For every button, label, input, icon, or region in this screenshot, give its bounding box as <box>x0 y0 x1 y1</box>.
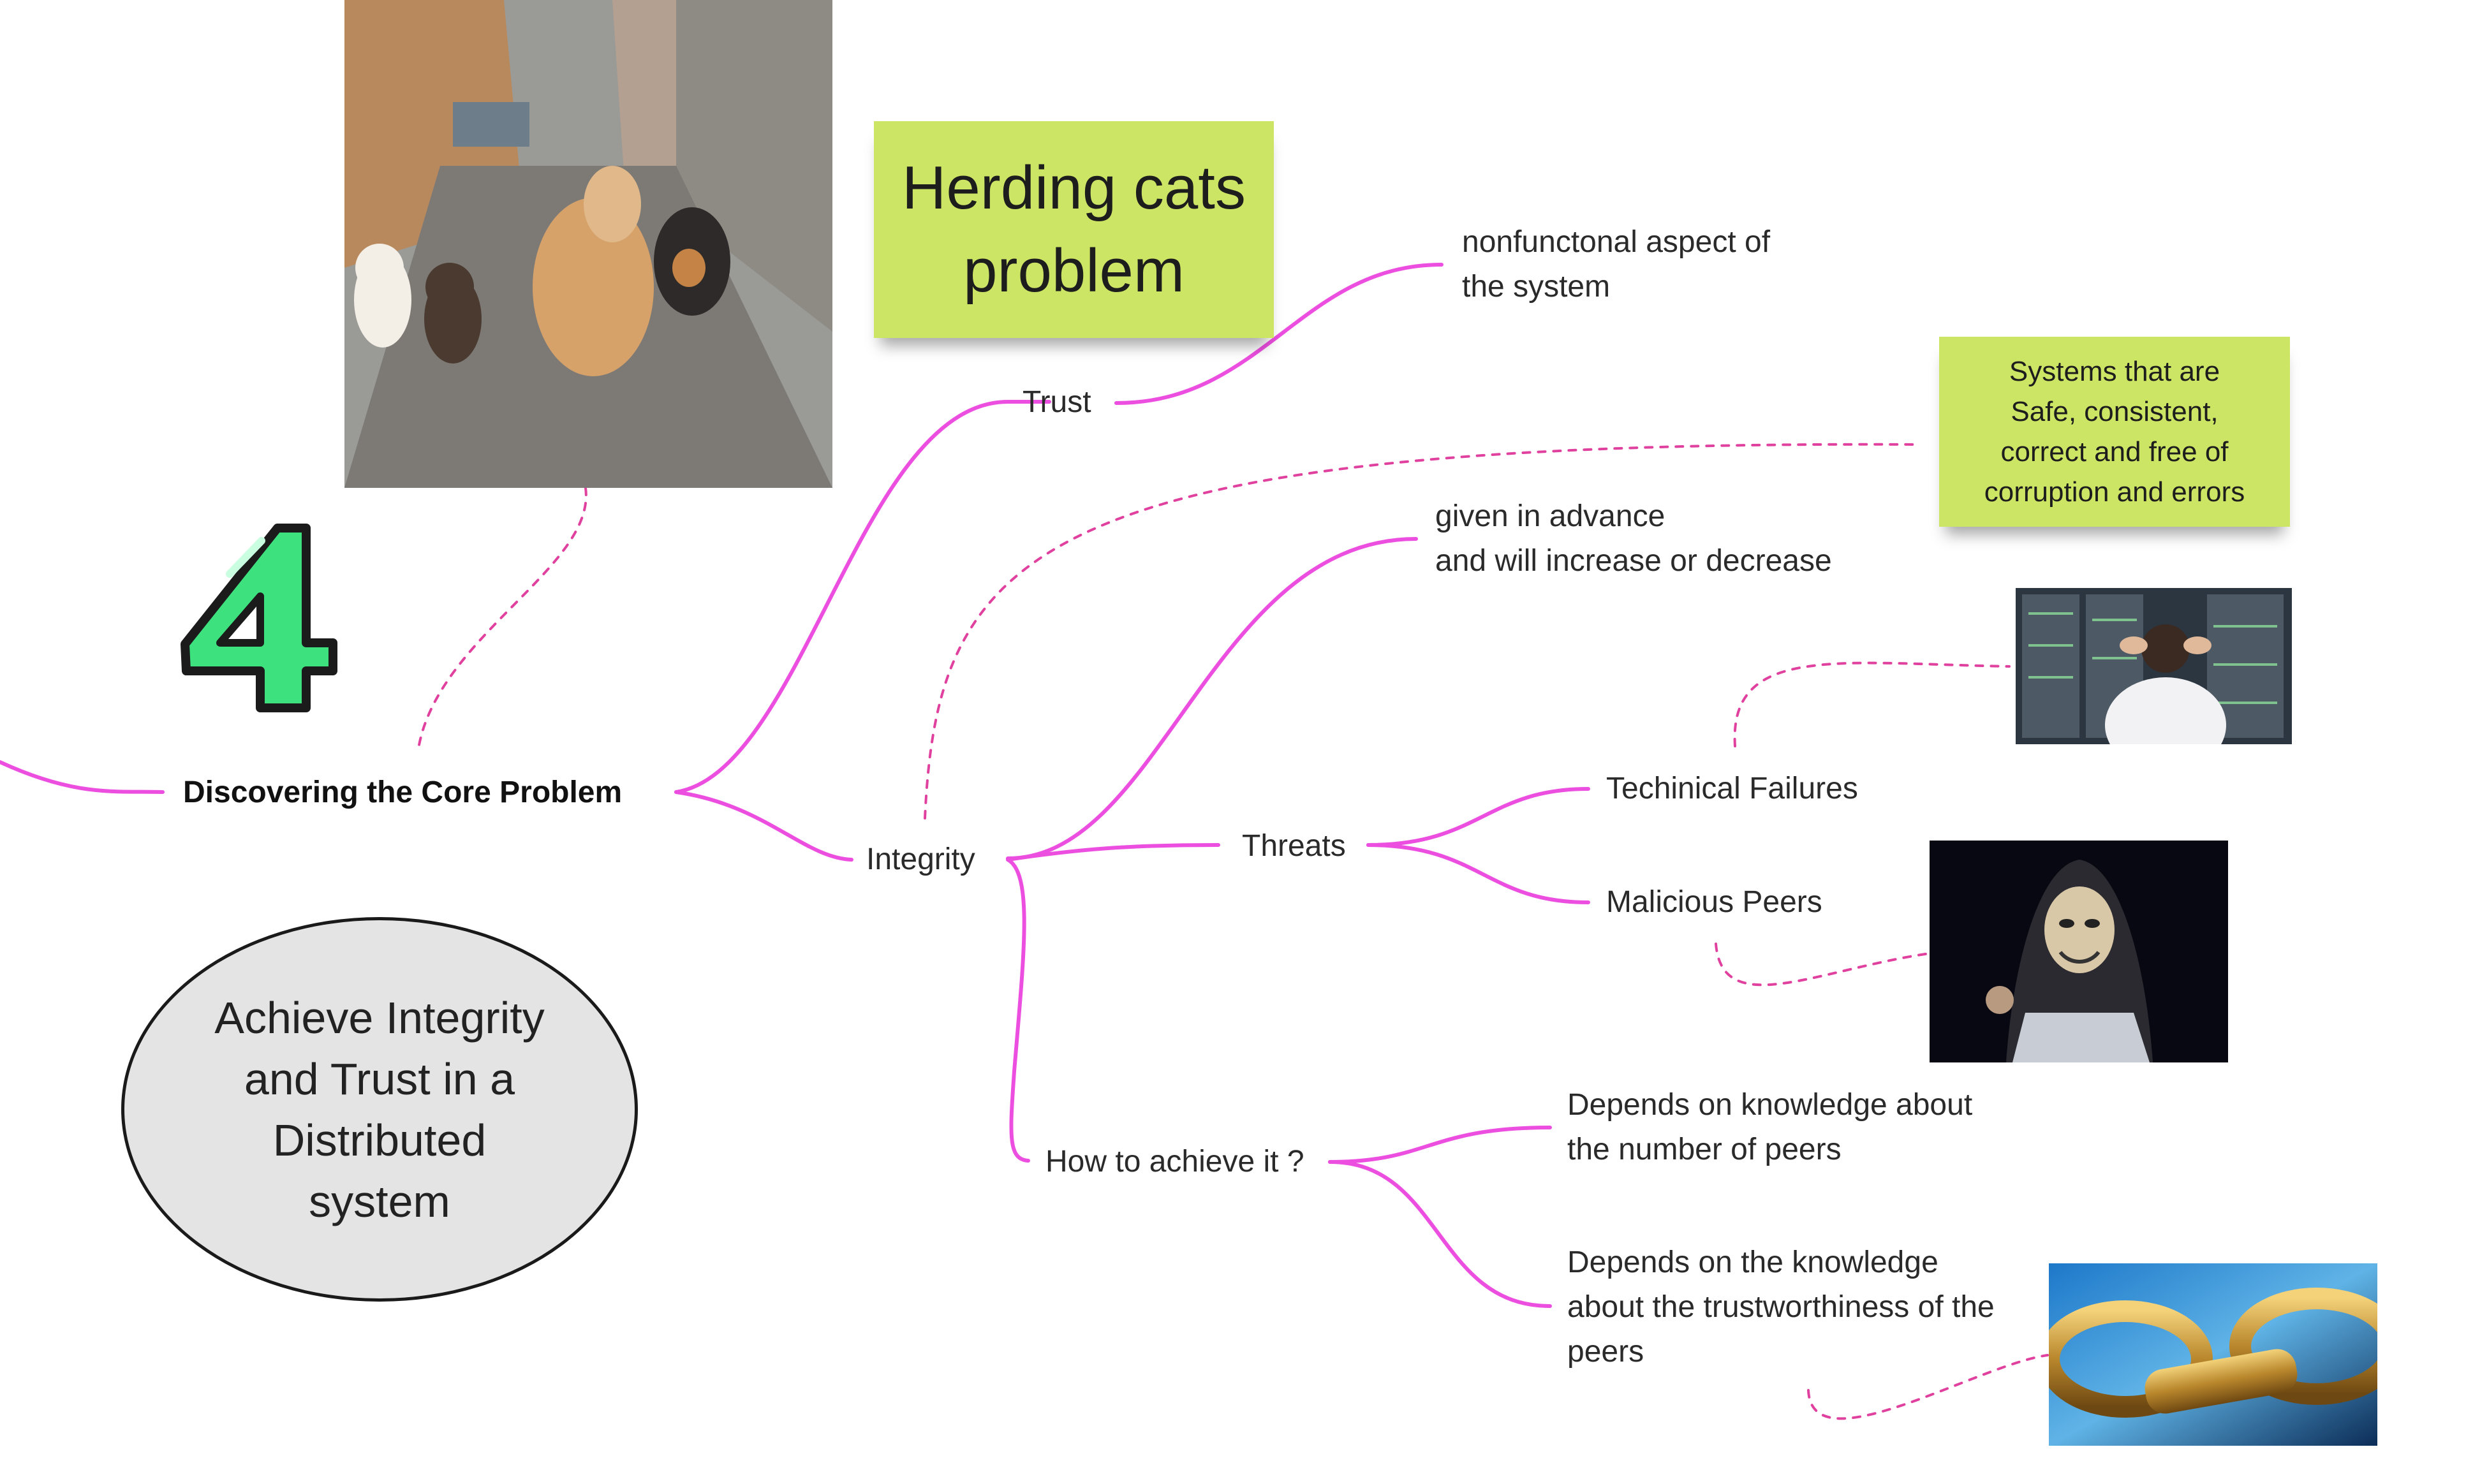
node-how-to-achieve[interactable]: How to achieve it ? <box>1045 1145 1304 1179</box>
edge-threats-failures <box>1366 787 1590 847</box>
dotted-trust-chain <box>1807 1354 2049 1420</box>
dotted-integrity-systems <box>924 443 1921 819</box>
node-number-of-peers[interactable]: Depends on knowledge about the number of… <box>1567 1088 1973 1166</box>
node-malicious-peers[interactable]: Malicious Peers <box>1606 885 1822 919</box>
node-integrity[interactable]: Integrity <box>866 842 975 876</box>
central-topic[interactable]: Discovering the Core Problem <box>183 775 623 809</box>
herding-cats-note[interactable]: Herding cats problem <box>874 121 1274 338</box>
systems-note-text: Systems that are Safe, consistent, corre… <box>1984 356 2245 508</box>
systems-note[interactable]: Systems that are Safe, consistent, corre… <box>1939 337 2290 527</box>
dotted-malicious-hacker <box>1715 943 1931 987</box>
edge-integrity-advance <box>1006 537 1418 860</box>
server-room-photo <box>2016 588 2292 744</box>
edge-threats-malicious <box>1366 843 1590 904</box>
number-four-badge: 4 <box>181 524 337 712</box>
edge-trust-nonfunctional <box>1114 263 1443 405</box>
node-trustworthiness[interactable]: Depends on the knowledge about the trust… <box>1567 1245 1995 1369</box>
edge-central-integrity <box>674 790 853 862</box>
edge-root-in <box>0 760 165 794</box>
node-threats[interactable]: Threats <box>1242 829 1346 863</box>
node-technical-failures[interactable]: Techinical Failures <box>1606 772 1858 805</box>
goal-ellipse-text: Achieve Integrity and Trust in a Distrib… <box>214 992 545 1226</box>
dotted-cats-central <box>417 487 587 754</box>
node-given-in-advance[interactable]: given in advance and will increase or de… <box>1435 499 1832 578</box>
goal-ellipse[interactable]: Achieve Integrity and Trust in a Distrib… <box>121 917 638 1302</box>
trust-chain-photo <box>2049 1263 2377 1446</box>
herding-cats-text: Herding cats problem <box>902 154 1246 305</box>
edge-how-peers <box>1328 1126 1552 1164</box>
dotted-failures-server <box>1733 661 2011 747</box>
node-trust[interactable]: Trust <box>1023 385 1091 419</box>
edge-how-trustworthiness <box>1328 1160 1552 1308</box>
edge-integrity-how <box>1006 858 1030 1163</box>
edge-central-trust <box>674 400 1051 794</box>
edge-integrity-threats <box>1006 843 1220 862</box>
hacker-photo <box>1930 841 2228 1062</box>
cats-photo <box>344 0 832 488</box>
node-nonfunctional[interactable]: nonfunctonal aspect of the system <box>1462 225 1771 304</box>
